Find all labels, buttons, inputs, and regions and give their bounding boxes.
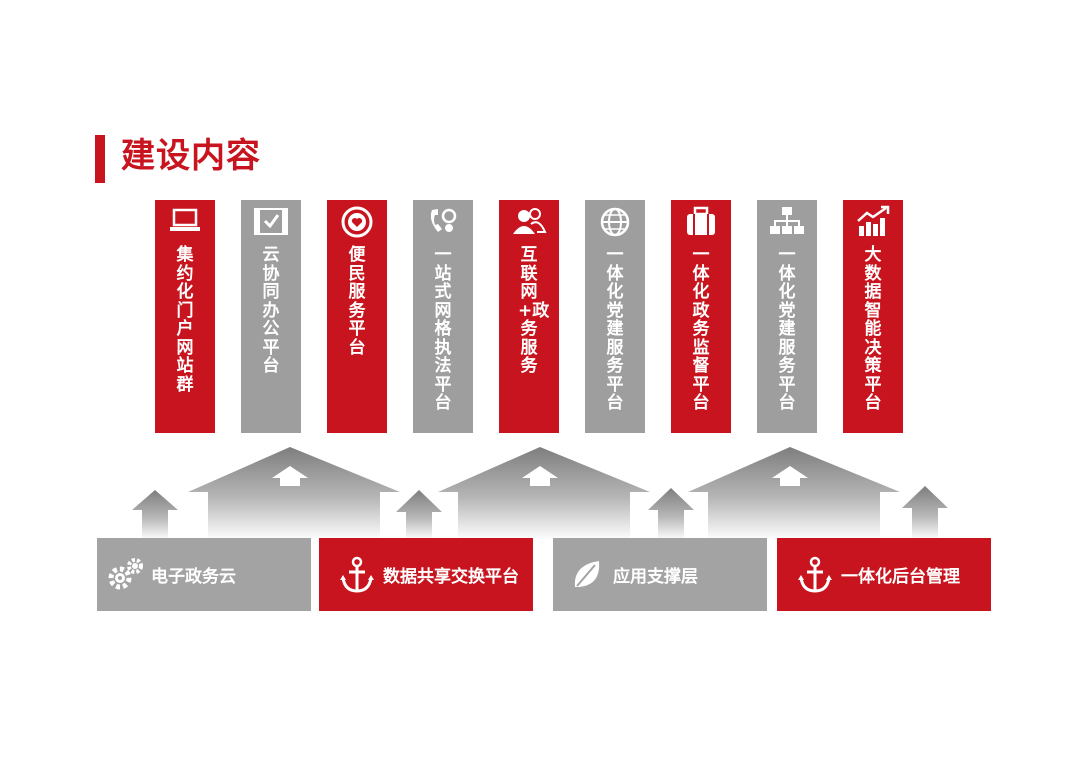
film-check-icon <box>254 208 288 235</box>
bar-chart-icon <box>857 205 890 236</box>
layer-label: 数据共享交换平台 <box>383 567 519 587</box>
column-internet-gov: 互联网+政务服务 <box>499 200 559 433</box>
layer-label: 一体化后台管理 <box>841 567 960 587</box>
column-portal: 集约化门户网站群 <box>155 200 215 433</box>
briefcase-icon <box>687 206 715 235</box>
column-label: 互联网+政务服务 <box>518 245 550 376</box>
column-citizen-service: 便民服务平台 <box>327 200 387 433</box>
small-arrow-3 <box>648 488 694 540</box>
support-arrows <box>132 447 948 540</box>
layer-label: 应用支撑层 <box>613 567 698 587</box>
users-icon <box>513 208 547 234</box>
small-arrow-2 <box>396 490 442 540</box>
layer-data-exchange: 数据共享交换平台 <box>319 538 533 611</box>
column-label: 云协同办公平台 <box>262 245 280 376</box>
column-grid-enforcement: 一站式网格执法平台 <box>413 200 473 433</box>
column-party-service-a: 一体化党建服务平台 <box>585 200 645 433</box>
column-bigdata-decision: 大数据智能决策平台 <box>843 200 903 433</box>
title-accent-bar <box>95 135 105 183</box>
house-arrow-left <box>188 447 400 540</box>
globe-icon <box>600 207 630 237</box>
small-arrow-4 <box>902 486 948 540</box>
org-chart-icon <box>770 207 804 234</box>
laptop-icon <box>170 208 200 231</box>
house-arrow-middle <box>438 447 650 540</box>
gears-icon <box>108 557 143 589</box>
column-label: 集约化门户网站群 <box>176 245 194 395</box>
column-party-service-b: 一体化党建服务平台 <box>757 200 817 433</box>
layer-egov-cloud: 电子政务云 <box>97 538 311 611</box>
small-arrow-1 <box>132 490 178 540</box>
column-gov-supervision: 一体化政务监督平台 <box>671 200 731 433</box>
leaf-icon <box>574 560 600 587</box>
layer-backend-management: 一体化后台管理 <box>777 538 991 611</box>
column-label: 一体化党建服务平台 <box>606 245 624 413</box>
column-label: 一体化政务监督平台 <box>692 245 710 413</box>
phone-chat-icon <box>430 208 457 232</box>
column-label: 大数据智能决策平台 <box>864 245 882 413</box>
column-label: 一站式网格执法平台 <box>434 245 452 413</box>
column-label: 便民服务平台 <box>348 245 366 358</box>
house-arrow-right <box>688 447 900 540</box>
column-collab: 云协同办公平台 <box>241 200 301 433</box>
globe-heart-icon <box>341 206 373 238</box>
column-label: 一体化党建服务平台 <box>778 245 796 413</box>
anchor-icon <box>798 556 832 593</box>
anchor-icon <box>340 556 374 593</box>
layer-app-support: 应用支撑层 <box>553 538 767 611</box>
layer-label: 电子政务云 <box>151 567 236 587</box>
page-title: 建设内容 <box>121 136 261 176</box>
